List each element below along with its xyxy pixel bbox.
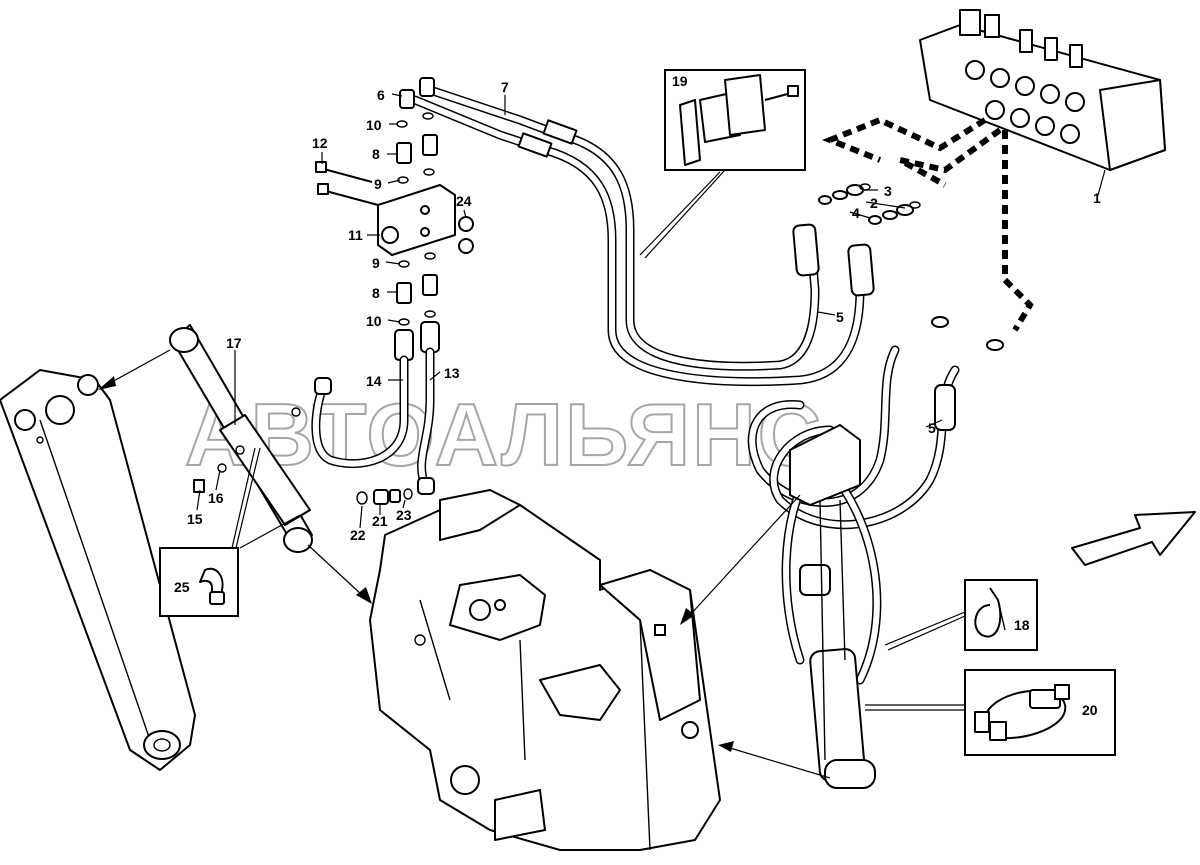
callout-8a: 8 bbox=[372, 146, 380, 162]
leader-arrows bbox=[98, 93, 1106, 779]
callout-13: 13 bbox=[444, 365, 460, 381]
elbow-fitting-icon bbox=[199, 567, 225, 605]
callout-8b: 8 bbox=[372, 285, 380, 301]
control-valve-icon bbox=[919, 9, 1166, 171]
callout-18: 18 bbox=[1014, 617, 1030, 633]
hydraulic-cylinder-icon bbox=[169, 324, 313, 553]
callout-10a: 10 bbox=[366, 117, 382, 133]
callout-labels: 1 2 3 4 5 5 6 7 8 8 9 9 10 10 11 12 13 1… bbox=[174, 73, 1101, 718]
bolt-12 bbox=[315, 161, 379, 206]
callout-16: 16 bbox=[208, 490, 224, 506]
callout-19: 19 bbox=[672, 73, 688, 89]
callout-5a: 5 bbox=[836, 309, 844, 325]
inset-box-19 bbox=[664, 69, 806, 171]
callout-23: 23 bbox=[396, 507, 412, 523]
inset-box-20 bbox=[964, 669, 1116, 756]
fitting-stack-left bbox=[315, 77, 474, 361]
inset-box-25 bbox=[159, 547, 239, 617]
callout-9a: 9 bbox=[374, 176, 382, 192]
callout-24: 24 bbox=[456, 193, 472, 209]
inset-box-18 bbox=[964, 579, 1038, 651]
fitting-group-2-3-4 bbox=[818, 183, 1004, 351]
dashed-hose-routing bbox=[821, 116, 1034, 332]
callout-22: 22 bbox=[350, 527, 366, 543]
hoses-13-14 bbox=[311, 347, 435, 495]
callout-25: 25 bbox=[174, 579, 190, 595]
callout-12: 12 bbox=[312, 135, 328, 151]
callout-21: 21 bbox=[372, 513, 388, 529]
callout-7: 7 bbox=[501, 79, 509, 95]
callout-1: 1 bbox=[1093, 190, 1101, 206]
callout-3: 3 bbox=[884, 183, 892, 199]
hose-bundle-main bbox=[410, 85, 865, 387]
watermark: АВТОАЛЬЯНС bbox=[185, 385, 823, 484]
frame-bracket-icon bbox=[369, 489, 721, 851]
pipe-clamp-icon bbox=[974, 684, 1070, 741]
callout-14: 14 bbox=[366, 373, 382, 389]
callout-10b: 10 bbox=[366, 313, 382, 329]
callout-9b: 9 bbox=[372, 255, 380, 271]
boom-arm-icon bbox=[0, 369, 196, 771]
callout-20: 20 bbox=[1082, 702, 1098, 718]
fitting-group-21-23 bbox=[356, 488, 413, 505]
direction-arrow-icon bbox=[1071, 511, 1196, 566]
callout-6: 6 bbox=[377, 87, 385, 103]
callout-4: 4 bbox=[852, 205, 860, 221]
callout-2: 2 bbox=[870, 195, 878, 211]
cable-tie-icon bbox=[974, 587, 1006, 638]
hose-clamp-icon bbox=[679, 74, 799, 166]
callout-15: 15 bbox=[187, 511, 203, 527]
right-cylinder-icon bbox=[781, 424, 882, 789]
callout-17: 17 bbox=[226, 335, 242, 351]
callout-11: 11 bbox=[348, 227, 363, 243]
callout-5b: 5 bbox=[928, 420, 936, 436]
